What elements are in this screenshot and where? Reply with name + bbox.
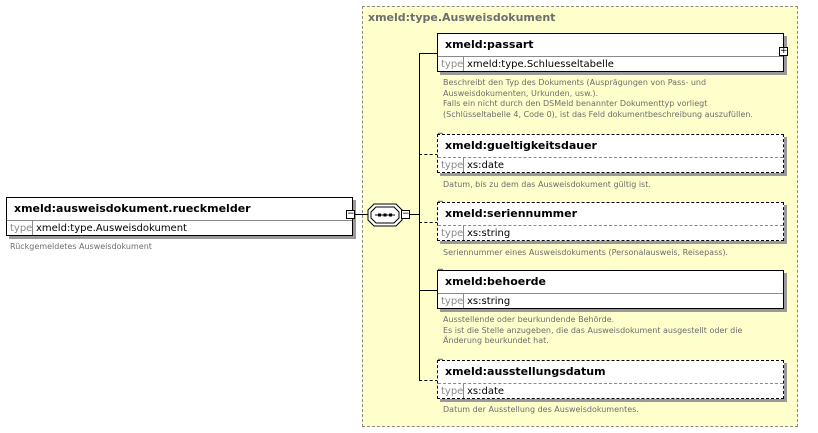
element-behoerde-box[interactable]: xmeld:behoerde type xs:string xyxy=(437,270,784,309)
doc-line: Datum, bis zu dem das Ausweisdokument gü… xyxy=(443,180,651,189)
element-name: xmeld:gueltigkeitsdauer xyxy=(445,139,597,152)
element-ausstellungsdatum-documentation: Datum der Ausstellung des Ausweisdokumen… xyxy=(443,405,639,416)
branch-gueltigkeitsdauer xyxy=(419,154,438,155)
element-name: xmeld:behoerde xyxy=(445,275,547,288)
branch-seriennummer xyxy=(419,222,438,223)
element-name: xmeld:ausstellungsdatum xyxy=(445,365,606,378)
branch-ausstellungsdatum xyxy=(419,380,438,381)
element-divider xyxy=(438,225,783,226)
element-divider xyxy=(438,157,783,158)
element-divider xyxy=(438,383,783,384)
element-divider xyxy=(438,293,783,294)
doc-line: Beschreibt den Typ des Dokuments (Ausprä… xyxy=(443,78,707,87)
sequence-compositor-icon[interactable] xyxy=(367,203,403,227)
element-type-label: type xyxy=(441,296,464,307)
element-gueltigkeitsdauer-box[interactable]: xmeld:gueltigkeitsdauer type xs:date xyxy=(437,134,784,173)
root-connector-line xyxy=(355,214,369,215)
doc-line: Datum der Ausstellung des Ausweisdokumen… xyxy=(443,405,639,414)
element-seriennummer-documentation: Seriennummer eines Ausweisdokuments (Per… xyxy=(443,248,728,259)
sequence-connector-line xyxy=(410,214,419,215)
root-type-value: xmeld:type.Ausweisdokument xyxy=(36,223,187,234)
element-type-separator xyxy=(463,293,464,308)
element-behoerde-documentation: Ausstellende oder beurkundende Behörde. … xyxy=(443,315,742,347)
doc-line: Ausweisdokumenten, Urkunden, usw.). xyxy=(443,88,599,98)
element-name: xmeld:seriennummer xyxy=(445,207,578,220)
element-type-value: xmeld:type.Schluesseltabelle xyxy=(467,59,614,70)
doc-line: Falls ein nicht durch den DSMeld benannt… xyxy=(443,99,708,108)
element-type-label: type xyxy=(441,160,464,171)
element-type-separator xyxy=(463,56,464,71)
element-divider xyxy=(438,56,783,57)
element-seriennummer-box[interactable]: xmeld:seriennummer type xs:string xyxy=(437,202,784,241)
root-documentation: Rückgemeldetes Ausweisdokument xyxy=(10,242,152,251)
doc-line: (Schlüsseltabelle 4, Code 0), ist das Fe… xyxy=(443,109,753,119)
children-vertical-line xyxy=(419,53,420,380)
element-type-value: xs:string xyxy=(467,228,511,239)
element-gueltigkeitsdauer-documentation: Datum, bis zu dem das Ausweisdokument gü… xyxy=(443,180,651,191)
branch-behoerde xyxy=(419,290,438,291)
root-element-box[interactable]: xmeld:ausweisdokument.rueckmelder type x… xyxy=(6,197,353,236)
element-type-value: xs:date xyxy=(467,160,505,171)
root-divider xyxy=(7,220,352,221)
element-type-value: xs:string xyxy=(467,296,511,307)
element-type-label: type xyxy=(441,228,464,239)
root-collapse-button[interactable]: − xyxy=(346,209,355,219)
element-type-separator xyxy=(463,383,464,398)
element-type-label: type xyxy=(441,386,464,397)
element-passart-documentation: Beschreibt den Typ des Dokuments (Ausprä… xyxy=(443,78,753,120)
element-ausstellungsdatum-box[interactable]: xmeld:ausstellungsdatum type xs:date xyxy=(437,360,784,399)
passart-expand-button[interactable]: + xyxy=(779,46,788,56)
root-type-label: type xyxy=(10,223,33,234)
root-type-separator xyxy=(32,220,33,235)
doc-line: Es ist die Stelle anzugeben, die das Aus… xyxy=(443,325,743,335)
doc-line: Ausstellende oder beurkundende Behörde. xyxy=(443,315,615,324)
element-type-separator xyxy=(463,157,464,172)
element-name: xmeld:passart xyxy=(445,38,534,51)
element-type-label: type xyxy=(441,59,464,70)
element-passart-box[interactable]: xmeld:passart type xmeld:type.Schluessel… xyxy=(437,33,784,72)
element-type-separator xyxy=(463,225,464,240)
type-title: xmeld:type.Ausweisdokument xyxy=(368,11,556,24)
sequence-collapse-button[interactable]: − xyxy=(401,209,410,219)
element-type-value: xs:date xyxy=(467,386,505,397)
root-element-name: xmeld:ausweisdokument.rueckmelder xyxy=(14,202,251,215)
doc-line: Änderung beurkundet hat. xyxy=(443,336,549,345)
branch-passart xyxy=(419,53,438,54)
doc-line: Seriennummer eines Ausweisdokuments (Per… xyxy=(443,248,729,257)
